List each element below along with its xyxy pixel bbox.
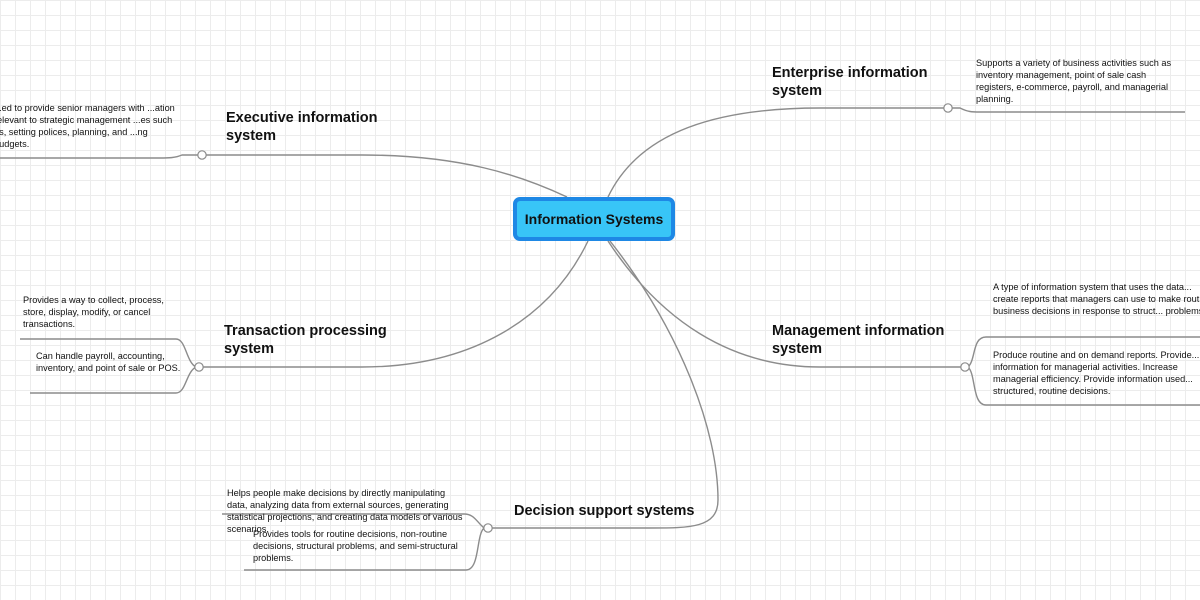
connector-enterprise	[943, 103, 953, 113]
topic-decision[interactable]: Decision support systems	[514, 502, 704, 520]
note-transaction-2: Can handle payroll, accounting, inventor…	[36, 350, 181, 374]
topic-transaction[interactable]: Transaction processing system	[224, 322, 399, 358]
connector-executive	[197, 150, 207, 160]
link-transaction	[202, 240, 589, 368]
central-topic-label: Information Systems	[524, 211, 664, 227]
note-enterprise-text: Supports a variety of business activitie…	[976, 58, 1172, 104]
note-decision-1: Helps people make decisions by directly …	[227, 487, 467, 535]
note-decision-1-text: Helps people make decisions by directly …	[227, 488, 463, 534]
topic-executive-label: Executive information system	[226, 110, 378, 144]
link-enterprise-note	[951, 107, 1185, 113]
link-enterprise	[607, 107, 945, 198]
link-decision-note-2	[244, 527, 485, 571]
topic-decision-label: Decision support systems	[514, 503, 695, 519]
link-decision-note-1	[222, 513, 485, 529]
topic-executive[interactable]: Executive information system	[226, 109, 401, 145]
note-management-1-text: A type of information system that uses t…	[993, 282, 1200, 316]
note-decision-2: Provides tools for routine decisions, no…	[253, 528, 468, 564]
central-topic[interactable]: Information Systems	[513, 197, 675, 241]
note-transaction-2-text: Can handle payroll, accounting, inventor…	[36, 351, 181, 373]
link-executive-note	[0, 154, 198, 159]
topic-transaction-label: Transaction processing system	[224, 323, 387, 357]
link-transaction-note-1	[20, 338, 197, 368]
topic-enterprise[interactable]: Enterprise information system	[772, 64, 942, 100]
link-executive	[204, 154, 568, 198]
note-transaction-1: Provides a way to collect, process, stor…	[23, 294, 183, 330]
note-management-2-text: Produce routine and on demand reports. P…	[993, 350, 1200, 396]
note-management-1: A type of information system that uses t…	[993, 281, 1200, 317]
topic-management[interactable]: Management information system	[772, 322, 952, 358]
note-transaction-1-text: Provides a way to collect, process, stor…	[23, 295, 164, 329]
link-management-note-2	[967, 366, 1200, 406]
topic-enterprise-label: Enterprise information system	[772, 65, 928, 99]
topic-management-label: Management information system	[772, 323, 945, 357]
note-decision-2-text: Provides tools for routine decisions, no…	[253, 529, 458, 563]
link-management-note-1	[967, 336, 1200, 368]
connector-transaction	[194, 362, 204, 372]
link-transaction-note-2	[30, 366, 197, 394]
connector-decision	[483, 523, 493, 533]
connector-management	[960, 362, 970, 372]
link-management	[607, 240, 962, 368]
note-management-2: Produce routine and on demand reports. P…	[993, 349, 1200, 397]
note-executive: ...ed to provide senior managers with ..…	[0, 102, 179, 150]
link-decision	[490, 240, 719, 529]
note-enterprise: Supports a variety of business activitie…	[976, 57, 1181, 105]
note-executive-text: ...ed to provide senior managers with ..…	[0, 103, 175, 149]
